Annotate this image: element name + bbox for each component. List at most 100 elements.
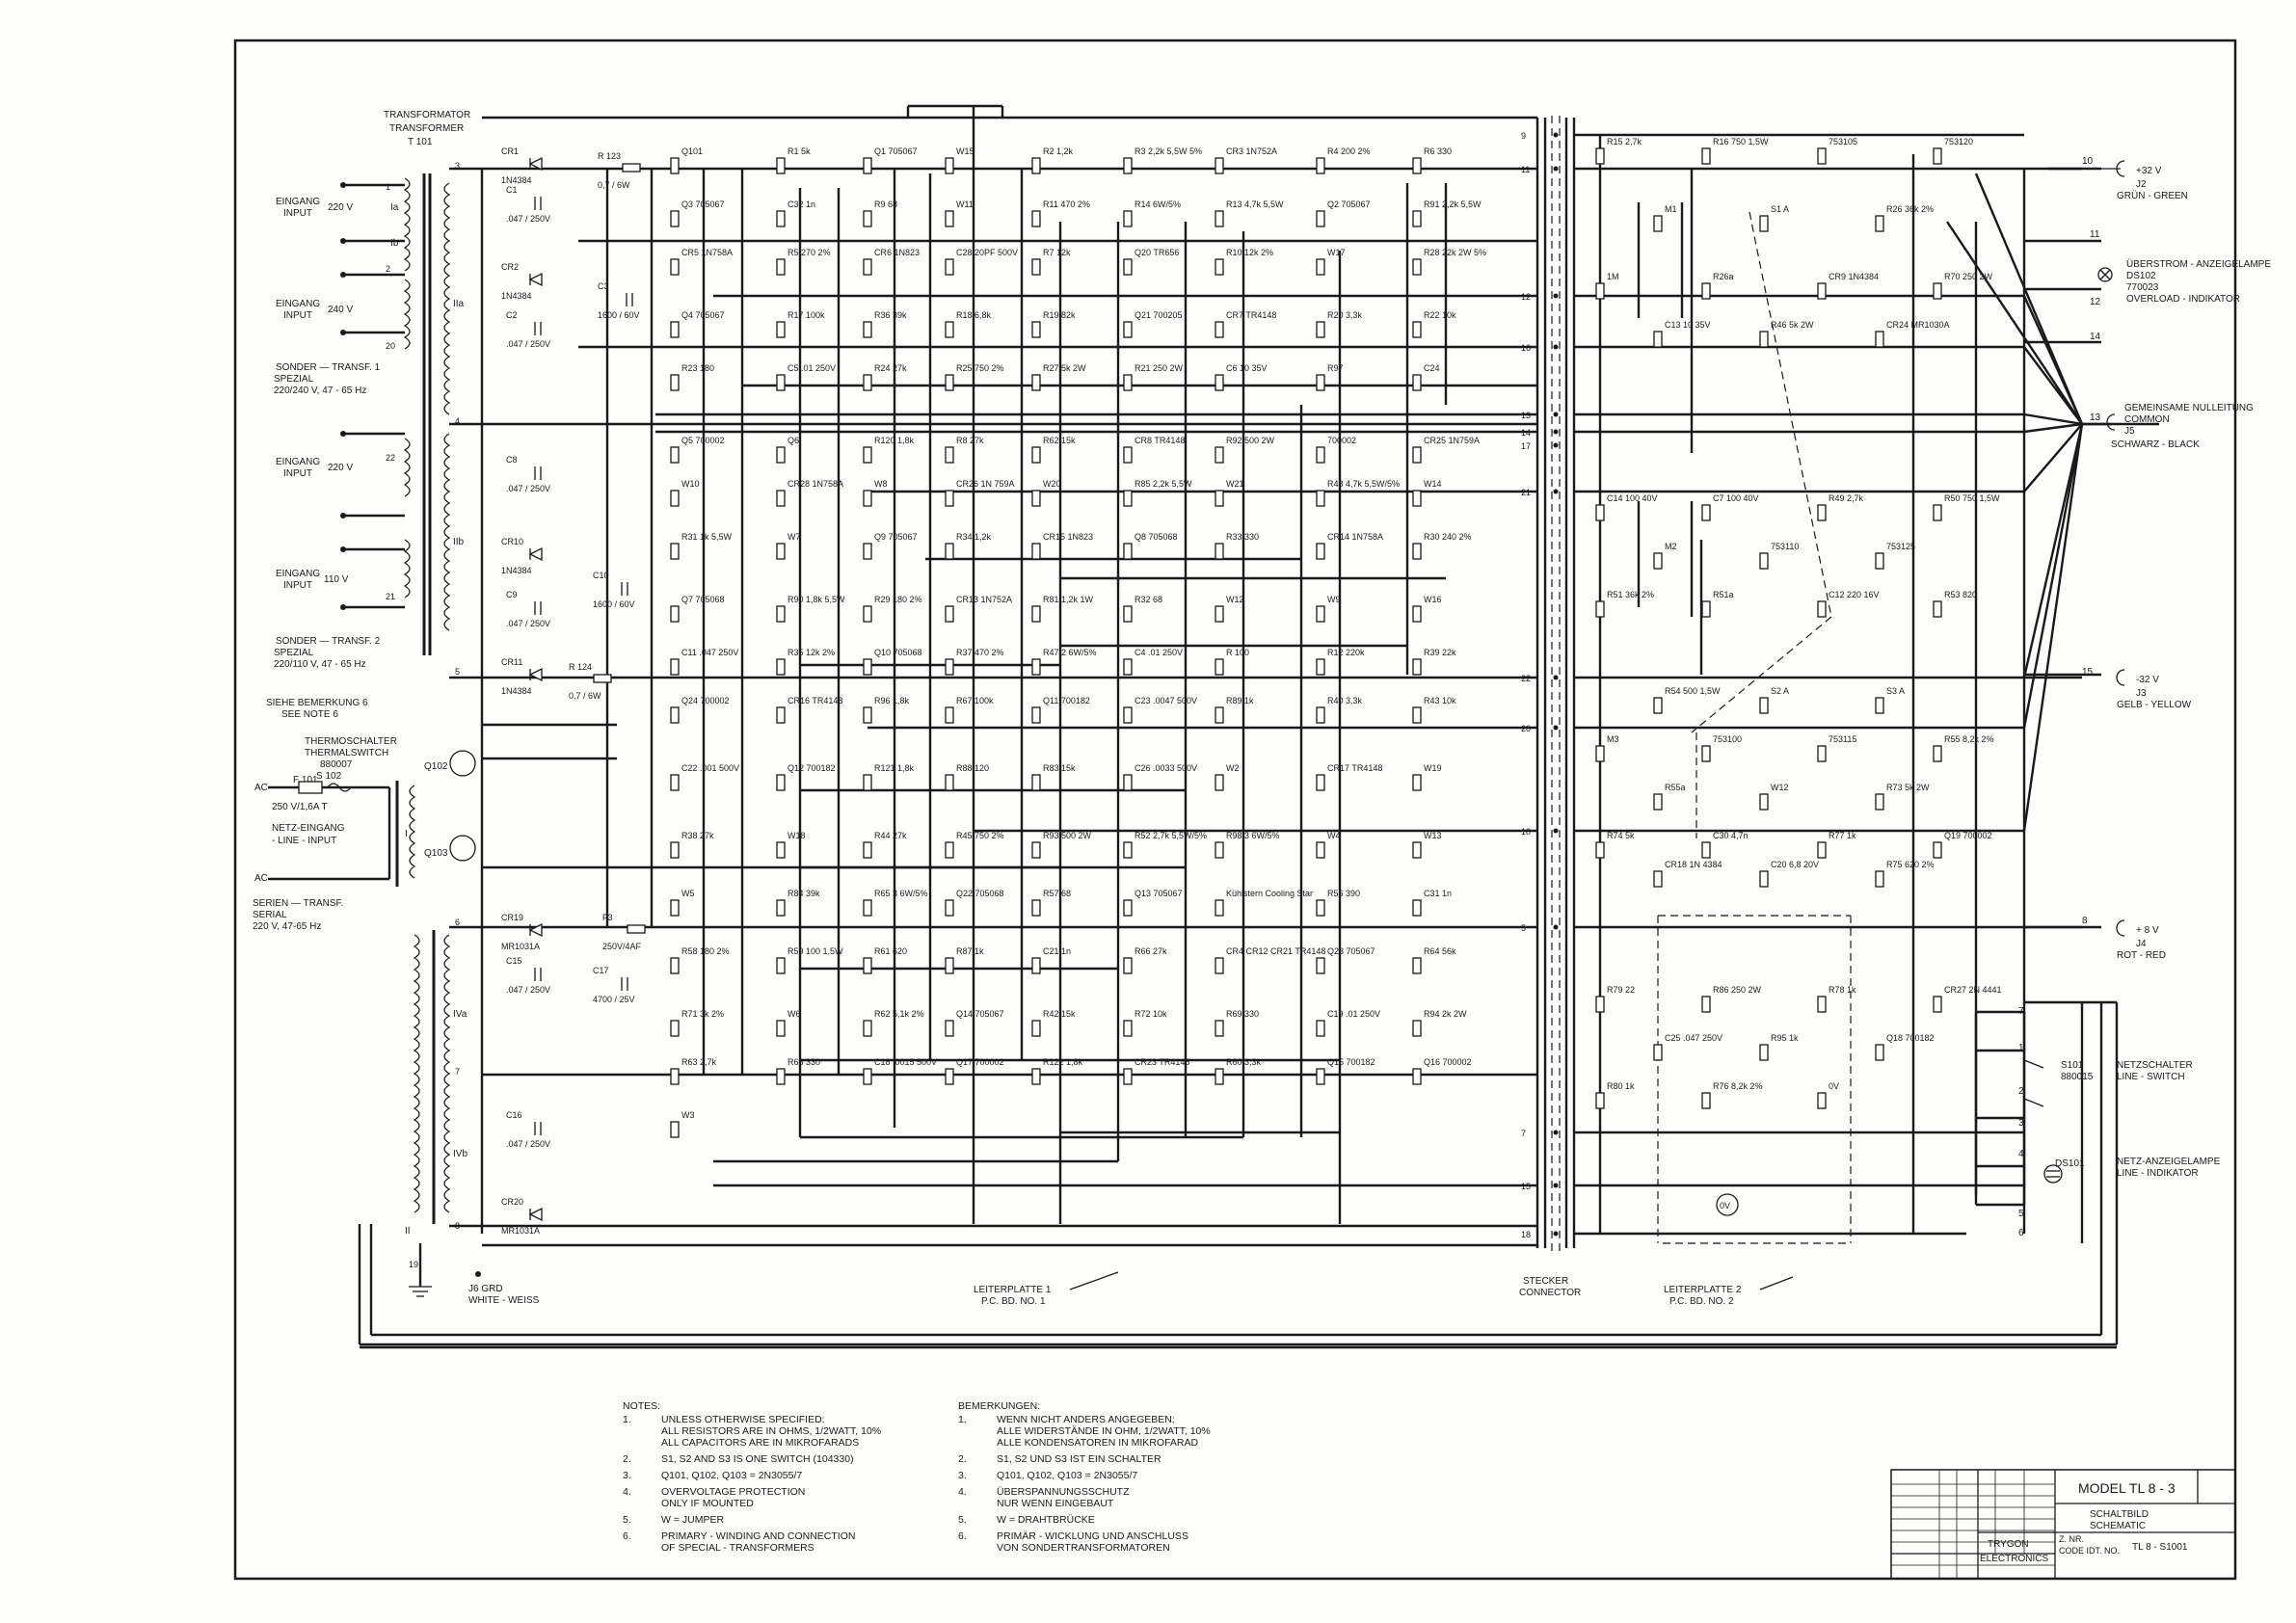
wiring bbox=[358, 104, 2159, 1349]
board2-component-label: R77 1k bbox=[1829, 831, 1856, 840]
pin-label: 20 bbox=[386, 341, 395, 351]
svg-text:J4: J4 bbox=[2136, 939, 2147, 949]
board2-component-44: R78 1k bbox=[1817, 985, 1856, 1013]
board1-component-label: R92 500 2W bbox=[1226, 436, 1275, 445]
board1-component-label: CR13 1N752A bbox=[956, 595, 1012, 604]
connector-pin-dot bbox=[1553, 675, 1559, 680]
board1-component-73: R90 1,8k 5,5W bbox=[776, 595, 845, 623]
line-indicator-ds101: 4 5 6 DS101 NETZ-ANZEIGELAMPE LINE - IND… bbox=[2018, 1149, 2221, 1238]
board1-component-label: R 100 bbox=[1226, 648, 1249, 657]
board2-component-label: R50 750 1,5W bbox=[1944, 493, 2000, 503]
board1-component-112: R93 500 2W bbox=[1031, 831, 1092, 859]
board1-component-label: Q9 705067 bbox=[874, 532, 918, 542]
rail-component-1: C1.047 / 250V bbox=[506, 185, 550, 224]
board2-component-42: R79 22 bbox=[1595, 985, 1635, 1013]
note-number: 5. bbox=[623, 1514, 631, 1526]
board1-component-label: R9 68 bbox=[874, 200, 897, 209]
drawing-code: TL 8 - S1001 bbox=[2132, 1542, 2188, 1553]
board1-component-123: Kühlstern Cooling Star bbox=[1215, 889, 1313, 917]
board1-component-label: C21 1n bbox=[1043, 946, 1071, 956]
board1-component-label: R96 1,8k bbox=[874, 696, 910, 705]
board1-component-64: W7 bbox=[776, 532, 801, 560]
board2-component-6: R26 36k 2% bbox=[1875, 204, 1934, 232]
board1-component-129: R87 1k bbox=[945, 946, 984, 974]
board1-component-label: W4 bbox=[1327, 831, 1341, 840]
board1-component-88: R12 220k bbox=[1316, 648, 1365, 676]
output-common: 14 13 GEMEINSAME NULLEITUNG COMMON J5 SC… bbox=[2090, 332, 2254, 450]
board1-component-67: CR15 1N823 bbox=[1031, 532, 1093, 560]
board1-component-label: Q101 bbox=[681, 146, 703, 156]
board1-component-102: R88 120 bbox=[945, 763, 989, 791]
input-220v-2: EINGANG INPUT 220 V bbox=[276, 457, 353, 479]
board1-component-label: CR23 TR4148 bbox=[1135, 1057, 1189, 1067]
board1-component-38: R24 27k bbox=[863, 363, 907, 391]
board1-component-label: R23 180 bbox=[681, 363, 714, 373]
board1-component-label: C18 .0015 500V bbox=[874, 1057, 937, 1067]
board1-component-label: Q21 700205 bbox=[1135, 310, 1183, 320]
note-number: 1. bbox=[958, 1414, 967, 1425]
board1-component-label: R52 2,7k 5,5W/5% bbox=[1135, 831, 1207, 840]
board1-component-label: R1 5k bbox=[788, 146, 811, 156]
board1-component-label: Q15 700182 bbox=[1327, 1057, 1375, 1067]
note-line: PRIMARY - WINDING AND CONNECTION bbox=[661, 1530, 855, 1542]
board1-component-label: R84 39k bbox=[788, 889, 820, 898]
board1-component-34: R20 3,3k bbox=[1316, 310, 1363, 338]
fuse-ref: F 101 bbox=[293, 775, 318, 785]
rail-component-value: 1N4384 bbox=[501, 566, 532, 575]
board2-component-18: M2 bbox=[1653, 542, 1677, 570]
winding-ia: Ia bbox=[390, 202, 399, 213]
board1-component-124: R56 390 bbox=[1316, 889, 1360, 917]
board2-component-label: R70 250 2W bbox=[1944, 272, 1993, 281]
board1-component-48: R8 27k bbox=[945, 436, 984, 464]
board1-component-74: R29 180 2% bbox=[863, 595, 922, 623]
board1-component-94: Q11 700182 bbox=[1031, 696, 1090, 724]
rail-component-value: 1600 / 60V bbox=[598, 310, 640, 320]
svg-text:EINGANG: EINGANG bbox=[276, 197, 320, 207]
board1-component-label: Q17 700002 bbox=[956, 1057, 1004, 1067]
board1-component-21: C28 20PF 500V bbox=[945, 248, 1018, 276]
board1-component-label: R44 27k bbox=[874, 831, 907, 840]
board2-component-1: R16 750 1,5W bbox=[1701, 137, 1769, 165]
board1-component-17: R91 2,2k 5,5W bbox=[1412, 200, 1482, 227]
board1-component-label: R22 10k bbox=[1424, 310, 1456, 320]
board2-component-26: S2 A bbox=[1759, 686, 1789, 714]
board1-component-label: C5 .01 250V bbox=[788, 363, 836, 373]
board1-component-59: R85 2,2k 5,5W bbox=[1123, 479, 1192, 507]
rail-component-value: .047 / 250V bbox=[506, 339, 550, 349]
board1-component-label: W14 bbox=[1424, 479, 1442, 489]
board1-component-93: R67 100k bbox=[945, 696, 994, 724]
board2-component-label: R26 36k 2% bbox=[1886, 204, 1934, 214]
board2-component-label: 753110 bbox=[1771, 542, 1799, 551]
q103-transistor: Q103 bbox=[424, 835, 476, 862]
board1-component-77: R32 68 bbox=[1123, 595, 1162, 623]
board1-component-89: R39 22k bbox=[1412, 648, 1456, 676]
note-line: ALL CAPACITORS ARE IN MIKROFARADS bbox=[661, 1437, 859, 1449]
rail-component-ref: C17 bbox=[593, 966, 609, 975]
note-line: ALLE KONDENSATOREN IN MIKROFARAD bbox=[997, 1437, 1198, 1449]
serial-transformer-voltage: 220 V, 47-65 Hz bbox=[253, 921, 321, 932]
board1-component-label: W17 bbox=[1327, 248, 1346, 257]
board1-component-label: R4 200 2% bbox=[1327, 146, 1371, 156]
board1-component-135: R71 3k 2% bbox=[670, 1009, 724, 1037]
board1-component-54: W10 bbox=[670, 479, 700, 507]
board1-component-label: W9 bbox=[1327, 595, 1341, 604]
board1-component-127: R59 100 1,5W bbox=[776, 946, 843, 974]
board1-component-label: Q23 705067 bbox=[1327, 946, 1375, 956]
board2-component-12: R46 5k 2W bbox=[1759, 320, 1814, 348]
board1-component-label: R56 390 bbox=[1327, 889, 1360, 898]
board2-component-label: R79 22 bbox=[1607, 985, 1635, 995]
input-240v: EINGANG INPUT 240 V bbox=[276, 299, 353, 321]
board1-component-47: R120 1,8k bbox=[863, 436, 915, 464]
board1-component-111: R45 750 2% bbox=[945, 831, 1004, 859]
board1-component-3: W15 bbox=[945, 146, 974, 174]
board1-component-115: W4 bbox=[1316, 831, 1341, 859]
svg-text:880015: 880015 bbox=[2061, 1072, 2094, 1082]
svg-text:DS101: DS101 bbox=[2055, 1158, 2085, 1169]
board1-component-144: R63 2,7k bbox=[670, 1057, 717, 1085]
board2-component-22: R51a bbox=[1701, 590, 1734, 618]
rail-component-ref: C9 bbox=[506, 590, 518, 599]
pin-label: 6 bbox=[455, 918, 460, 927]
board1-component-label: W10 bbox=[681, 479, 700, 489]
svg-text:EINGANG: EINGANG bbox=[276, 299, 320, 309]
